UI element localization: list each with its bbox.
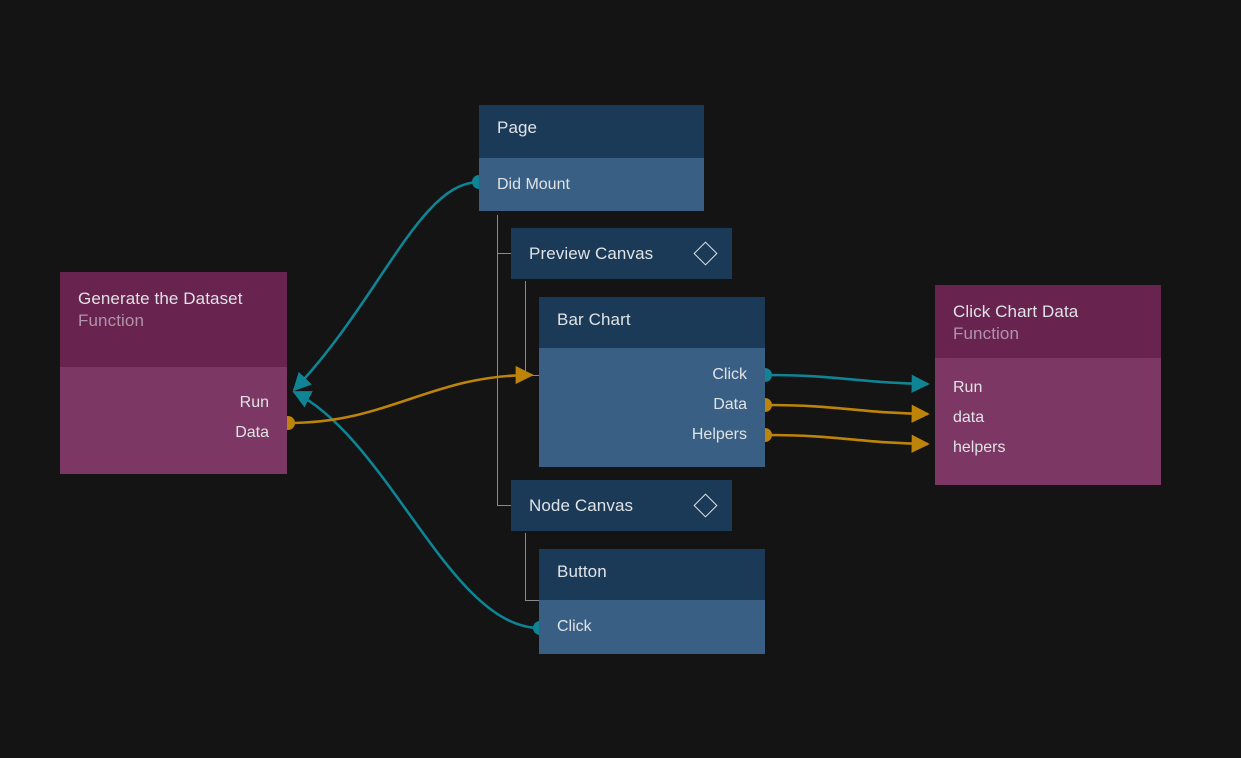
port-generate-run[interactable]: Run [60,388,287,418]
port-click-chart-helpers[interactable]: helpers [935,433,1161,463]
tree-line-stub-button [525,600,539,601]
node-generate-title: Generate the Dataset [78,289,243,308]
node-page[interactable]: Page Did Mount [479,105,704,211]
node-preview-canvas-header[interactable]: Preview Canvas [511,228,732,279]
port-click-chart-run-label: Run [953,379,983,396]
diamond-icon [693,493,718,518]
port-bar-chart-out-click-label: Click [712,366,747,383]
tree-line-vertical-nodecanvas-children [525,533,526,600]
port-bar-chart-out-helpers-label: Helpers [691,426,747,443]
wire-button-click-to-generate-run [292,390,541,630]
tree-line-vertical-preview-children [525,281,526,375]
node-generate-the-dataset[interactable]: Generate the Dataset Function Run Data [60,272,287,474]
node-button-body: Click [539,600,765,654]
wire-barchart-data-to-clickchart-data [765,403,930,423]
port-bar-chart-out-data-label: Data [713,396,747,413]
node-preview-canvas-title: Preview Canvas [529,243,654,263]
node-page-title: Page [497,118,538,137]
port-button-click[interactable]: Click [539,600,765,654]
node-preview-canvas[interactable]: Preview Canvas [511,228,732,279]
node-bar-chart-title: Bar Chart [557,310,631,329]
tree-line-stub-bar-chart [525,375,539,376]
wire-generate-data-to-barchart-data [287,365,534,425]
wire-barchart-click-to-clickchart-run [765,373,930,393]
port-bar-chart-out-click[interactable]: Click [539,360,765,390]
port-generate-data[interactable]: Data [60,418,287,448]
tree-line-vertical-root [497,215,498,506]
port-click-chart-helpers-label: helpers [953,439,1006,456]
tree-line-stub-preview-canvas [497,253,511,254]
node-bar-chart[interactable]: Bar Chart Data Click Data Helpers [539,297,765,467]
wire-barchart-helpers-to-clickchart-helpers [765,433,930,453]
node-node-canvas-title: Node Canvas [529,495,634,515]
port-button-click-label: Click [557,618,592,635]
diamond-icon [693,241,718,266]
port-page-did-mount-label: Did Mount [497,175,570,193]
node-generate-header[interactable]: Generate the Dataset Function [60,272,287,367]
node-node-canvas[interactable]: Node Canvas [511,480,732,531]
node-button-title: Button [557,562,607,581]
port-generate-run-label: Run [239,394,269,411]
node-click-chart-body: Run data helpers [935,358,1161,485]
node-generate-subtitle: Function [78,311,145,330]
port-generate-data-label: Data [235,424,269,441]
node-button-header[interactable]: Button [539,549,765,600]
node-click-chart-subtitle: Function [953,324,1020,343]
node-button[interactable]: Button Click [539,549,765,654]
port-click-chart-data[interactable]: data [935,403,1161,433]
node-click-chart-data[interactable]: Click Chart Data Function Run data helpe… [935,285,1161,485]
node-click-chart-title: Click Chart Data [953,302,1079,321]
port-click-chart-data-label: data [953,409,985,426]
port-bar-chart-out-helpers[interactable]: Helpers [539,420,765,450]
port-page-did-mount[interactable]: Did Mount [479,158,704,211]
node-page-header[interactable]: Page [479,105,704,158]
node-node-canvas-header[interactable]: Node Canvas [511,480,732,531]
node-bar-chart-body: Data Click Data Helpers [539,348,765,467]
node-page-body: Did Mount [479,158,704,211]
node-bar-chart-header[interactable]: Bar Chart [539,297,765,348]
node-click-chart-header[interactable]: Click Chart Data Function [935,285,1161,358]
node-generate-body: Run Data [60,367,287,474]
port-bar-chart-out-data[interactable]: Data [539,390,765,420]
port-click-chart-run[interactable]: Run [935,373,1161,403]
wire-page-didmount-to-generate-run [292,180,480,392]
tree-line-stub-node-canvas [497,505,511,506]
